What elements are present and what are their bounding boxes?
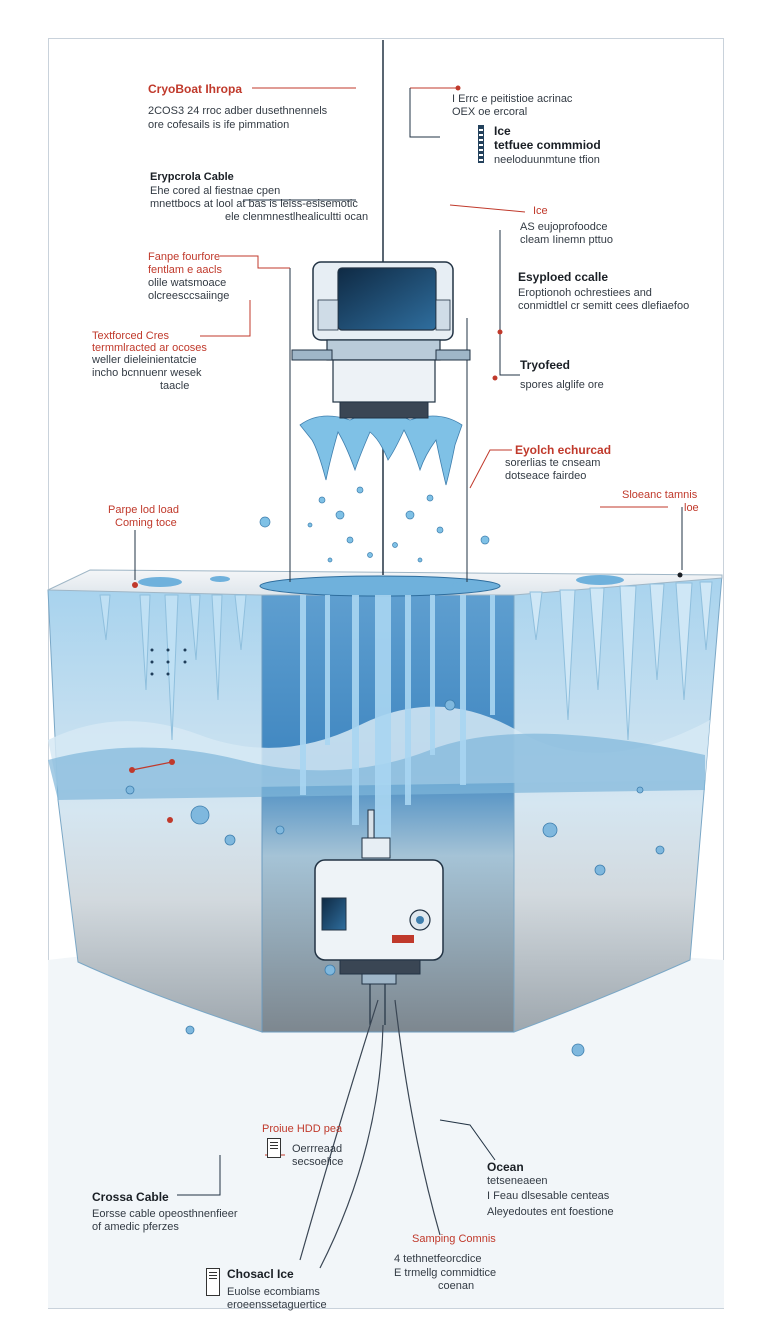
label-crossa-name: Crossa Cable xyxy=(92,1190,169,1204)
ice-block-left-face xyxy=(47,589,263,1033)
label-sampling-desc-1: 4 tethnetfeorcdice xyxy=(394,1253,482,1265)
icicles-right xyxy=(529,581,713,741)
label-tryofeed-desc: spores alglife ore xyxy=(520,379,604,391)
label-sampling-desc-3: coenan xyxy=(438,1280,475,1292)
label-fpp-desc-2: olile watsmoace xyxy=(148,277,227,289)
label-eyolch-name: Eyolch echurcad xyxy=(515,443,612,457)
label-ice-top-desc: neeloduunmtune tfion xyxy=(494,154,600,166)
falling-droplets xyxy=(259,486,490,563)
label-parpe-name: Parpe lod load xyxy=(108,504,179,516)
diagram-frame xyxy=(48,38,724,1309)
label-crossa-desc-1: Eorsse cable opeosthnenfieer xyxy=(92,1208,238,1220)
label-textcred-desc-2: weller dieleinientatcie xyxy=(92,354,197,366)
label-cryobot-name: CryoBoat Ihropa xyxy=(148,82,243,96)
label-eyolch-desc-2: dotseace fairdeo xyxy=(505,470,587,482)
label-ocean-desc-3: Aleyedoutes ent foestione xyxy=(487,1206,614,1218)
label-ocean-desc-2: I Feau dlsesable centeas xyxy=(487,1190,610,1202)
label-cable-name: Erypcrola Cable xyxy=(150,171,234,183)
label-top-note-1: I Errc e peitistioe acrinac xyxy=(452,93,573,105)
label-ocean-name: Ocean xyxy=(487,1160,524,1174)
label-ice-mid-desc-1: AS eujoprofoodce xyxy=(520,221,608,233)
snow-ground xyxy=(48,945,724,1308)
red-markers xyxy=(129,572,683,823)
label-cable-desc-1: Ehe cored al fiestnae cpen xyxy=(150,185,281,197)
label-textcred-name: Textforced Cres xyxy=(92,330,170,342)
label-probe-desc-1: Oerrreaad xyxy=(292,1143,343,1155)
label-ice-top-sub: tetfuee commmiod xyxy=(494,138,601,152)
label-crosacl-name: Chosacl Ice xyxy=(227,1267,294,1281)
label-slooc-name: Sloeanc tamnis xyxy=(622,489,698,501)
label-ocean-desc-1: tetseneaeen xyxy=(487,1175,548,1187)
bottom-sampling-probe xyxy=(314,809,444,1025)
label-textcred-desc-1: termmlracted ar ocoses xyxy=(92,342,207,354)
label-cryobot-desc-1: 2COS3 24 rroc adber dusethnennels xyxy=(148,105,328,117)
label-syploed-name: Esyploed ccalle xyxy=(518,270,609,284)
icicles-left xyxy=(99,594,247,741)
label-parpe-desc: Coming toce xyxy=(115,517,177,529)
label-ice-mid-desc-2: cleam Iinemn pttuo xyxy=(520,234,613,246)
label-tryofeed-name: Tryofeed xyxy=(520,358,571,372)
log-panel-icon xyxy=(206,1268,220,1296)
melt-streams xyxy=(300,595,495,855)
label-top-note-2: OEX oe ercoral xyxy=(452,106,528,118)
label-fpp-desc-3: olcreesccsaiinge xyxy=(148,290,230,302)
label-slooc-desc: loe xyxy=(684,502,699,514)
label-ice-mid-name: Ice xyxy=(533,205,548,217)
label-eyolch-desc-1: sorerlias te cnseam xyxy=(505,457,601,469)
label-cable-desc-2: mnettbocs at lool at bas is leiss-esisem… xyxy=(150,198,358,210)
label-sampling-name: Samping Comnis xyxy=(412,1233,496,1245)
label-fpp-name: Fanpe fourfore xyxy=(148,251,221,263)
label-probe-desc-2: secsoelice xyxy=(292,1156,344,1168)
label-sampling-desc-2: E trmellg commidtice xyxy=(394,1267,497,1279)
label-textcred-desc-3: incho bcnnuenr wesek xyxy=(92,367,202,379)
label-syploed-desc-2: conmidtlel cr semitt cees dlefiaefoo xyxy=(518,300,690,312)
label-ice-top-name: Ice xyxy=(494,124,511,138)
label-textcred-desc-4: taacle xyxy=(160,380,190,392)
label-cable-desc-3: ele clenmnestlhealicultti ocan xyxy=(225,211,369,223)
ice-gauge-icon xyxy=(478,125,484,163)
leader-lines-dark xyxy=(134,88,683,1196)
label-crosacl-desc-2: eroeenssetaguertice xyxy=(227,1299,327,1311)
label-probe-name: Proiue HDD pea xyxy=(262,1123,343,1135)
sampling-cables xyxy=(299,999,441,1269)
label-cryobot-desc-2: ore cofesails is ife pimmation xyxy=(148,119,290,131)
label-crossa-desc-2: of amedic pferzes xyxy=(92,1221,179,1233)
dots-column xyxy=(150,648,187,676)
label-crosacl-desc-1: Euolse ecombiams xyxy=(227,1286,320,1298)
leader-lines-red xyxy=(200,87,668,1156)
document-icon xyxy=(267,1138,281,1158)
meltwater-drips xyxy=(299,412,463,486)
top-cryobot-probe xyxy=(291,261,471,419)
label-fpp-desc-1: fentlam e aacls xyxy=(148,264,222,276)
label-syploed-desc-1: Eroptionoh ochrestiees and xyxy=(518,287,652,299)
